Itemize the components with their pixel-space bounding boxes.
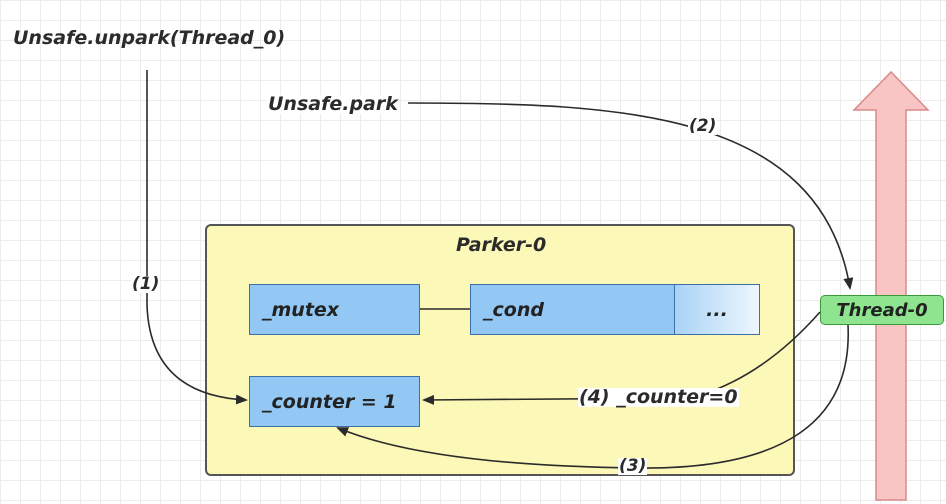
- cond-label: _cond: [483, 298, 544, 321]
- parker-title: Parker-0: [456, 234, 547, 256]
- step1-label: (1): [131, 274, 161, 294]
- cond-box: _cond: [470, 284, 675, 335]
- unpark-label: Unsafe.unpark(Thread_0): [13, 27, 286, 49]
- mutex-box: _mutex: [249, 284, 420, 335]
- mutex-label: _mutex: [262, 298, 340, 321]
- step4-label: (4) _counter=0: [578, 386, 739, 408]
- step2-label: (2): [688, 116, 718, 136]
- cond-more-label: ...: [706, 298, 728, 321]
- thread-box: Thread-0: [820, 295, 944, 325]
- step3-label: (3): [618, 456, 648, 476]
- counter-label: _counter = 1: [262, 390, 397, 413]
- parker-box: [205, 224, 795, 476]
- park-label: Unsafe.park: [267, 93, 399, 115]
- cond-more-box: ...: [674, 284, 760, 335]
- arrow-step2: [407, 102, 854, 290]
- arrow-step1: [146, 70, 248, 405]
- counter-box: _counter = 1: [249, 376, 420, 427]
- thread-label: Thread-0: [836, 299, 928, 321]
